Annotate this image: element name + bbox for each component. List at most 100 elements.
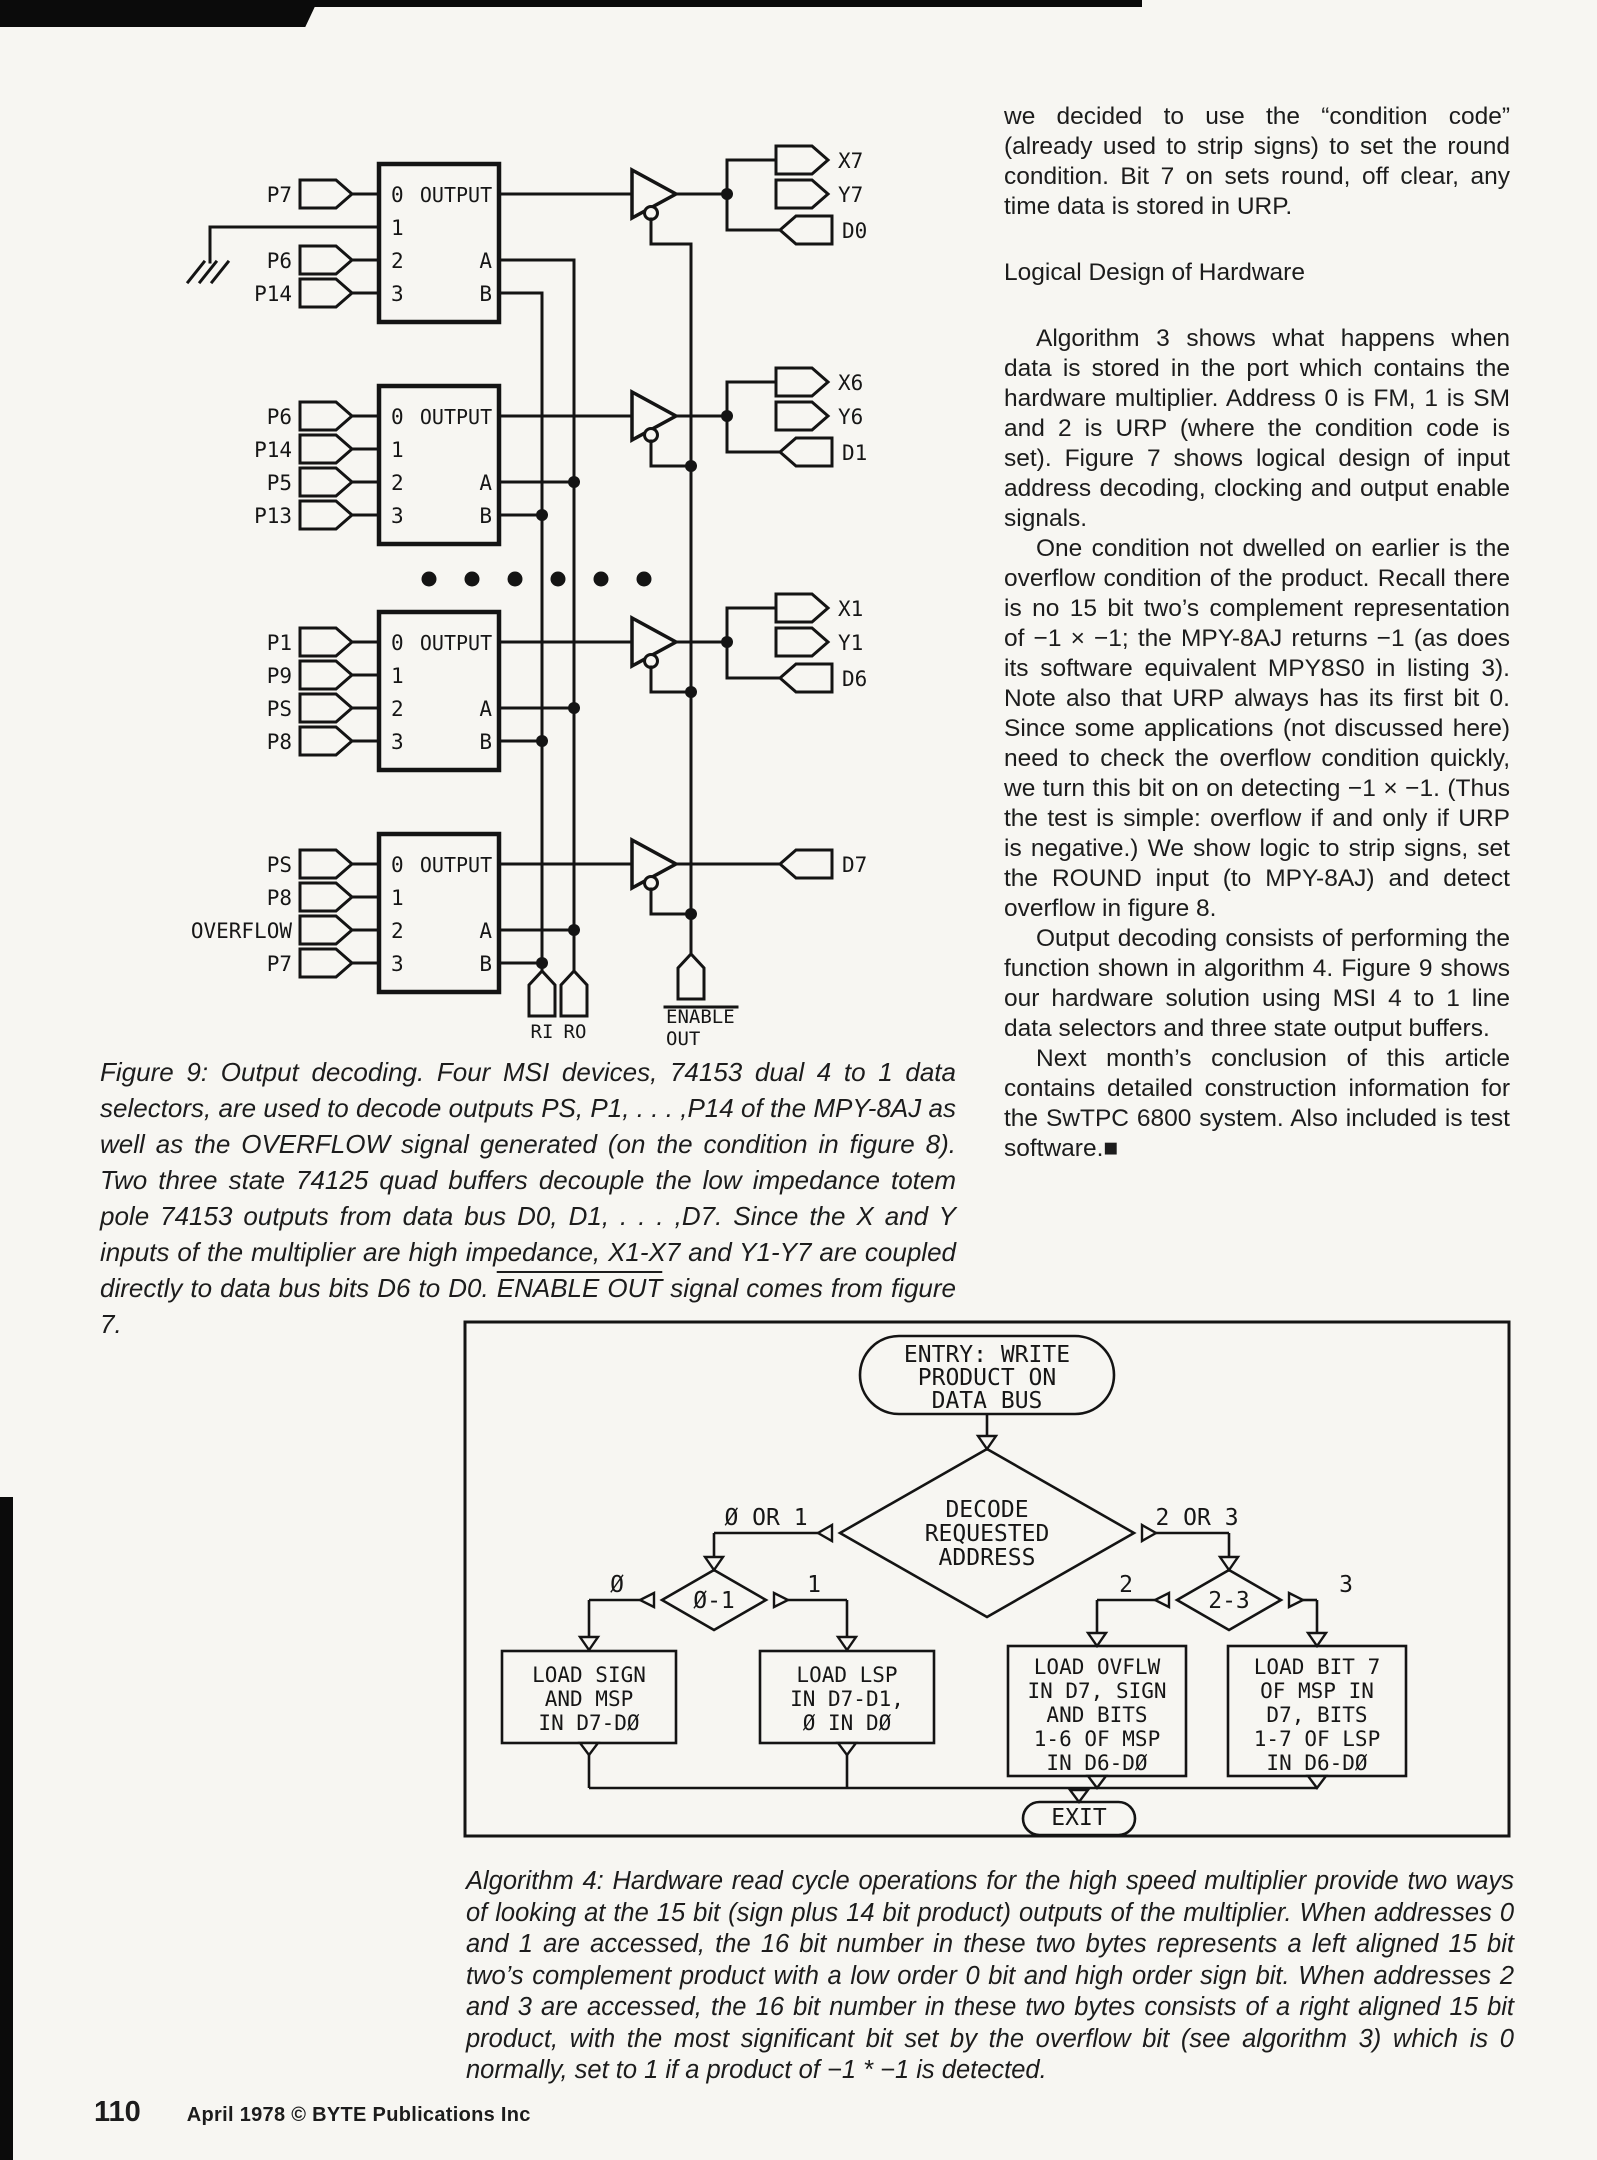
decision-text: Ø-1 (693, 1588, 735, 1614)
input-label: P5 (267, 471, 292, 495)
scan-artifact-top-line (0, 0, 1142, 7)
exit-text: EXIT (1051, 1805, 1107, 1831)
arrowhead-icon (835, 1741, 859, 1757)
scan-artifact-top-corner (0, 0, 318, 27)
output-label: OUTPUT (420, 183, 492, 207)
select-label: 3 (391, 282, 404, 306)
mux-block-3: 0 1 2 3 OUTPUT A B P1 P9 PS P8 (267, 592, 867, 773)
body-paragraph: One condition not dwelled on earlier is … (1004, 535, 1510, 922)
arrowhead-icon (1305, 1631, 1329, 1649)
input-label: P1 (267, 631, 292, 655)
databus-label: D1 (842, 441, 867, 465)
arrowhead-icon (637, 1591, 656, 1609)
ro-terminal-icon (559, 968, 589, 1018)
entry-text: DATA BUS (932, 1388, 1043, 1414)
box-text: IN D7-DØ (538, 1711, 640, 1735)
output-signal-label: Y7 (838, 183, 863, 207)
input-label: P6 (267, 249, 292, 273)
databus-label: D0 (842, 219, 867, 243)
a-label: A (479, 249, 492, 273)
arrowhead-icon (835, 1635, 859, 1653)
caption-text: Figure 9: Output decoding. Four MSI devi… (100, 1057, 956, 1303)
input-label: P14 (254, 438, 292, 462)
b-label: B (479, 504, 492, 528)
input-label: P13 (254, 504, 292, 528)
branch-0-or-1: Ø OR 1 Ø-1 Ø 1 (577, 1505, 859, 1653)
box-text: IN D6-DØ (1266, 1751, 1368, 1775)
arrowhead-icon (577, 1741, 601, 1757)
select-label: 2 (391, 697, 404, 721)
ro-label: RO (564, 1021, 587, 1043)
input-terminal-icon (298, 499, 355, 531)
process-box-load-bit7: LOAD BIT 7 OF MSP IN D7, BITS 1-7 OF LSP… (1226, 1644, 1408, 1778)
output-label: OUTPUT (420, 853, 492, 877)
select-label: 1 (391, 216, 404, 240)
process-box-load-ovflw: LOAD OVFLW IN D7, SIGN AND BITS 1-6 OF M… (1006, 1644, 1188, 1778)
bottom-terminals: RI RO ENABLE OUT (527, 951, 739, 1046)
continuation-dots-icon (421, 571, 652, 587)
ground-icon (185, 225, 381, 285)
select-label: 2 (391, 919, 404, 943)
input-terminal-icon (298, 848, 355, 880)
body-paragraph: we decided to use the “condition code” (… (1004, 103, 1510, 220)
input-terminal-icon (298, 692, 355, 724)
output-terminal-icon (774, 144, 831, 176)
algorithm4-flowchart: ENTRY: WRITE PRODUCT ON DATA BUS DECODE … (463, 1320, 1511, 1838)
box-text: IN D7, SIGN (1027, 1679, 1166, 1703)
box-text: D7, BITS (1266, 1703, 1367, 1727)
select-label: 1 (391, 886, 404, 910)
input-label: PS (267, 853, 292, 877)
scan-artifact-left-strip (0, 1497, 13, 2160)
branch-label: 1 (807, 1572, 821, 1598)
arrowhead-icon (1305, 1774, 1329, 1790)
box-text: LOAD SIGN (532, 1663, 646, 1687)
section-heading: Logical Design of Hardware (1004, 259, 1305, 286)
decision-text: ADDRESS (939, 1545, 1036, 1571)
input-terminal-icon (298, 277, 355, 309)
databus-label: D6 (842, 667, 867, 691)
figure9-caption: Figure 9: Output decoding. Four MSI devi… (100, 1054, 956, 1342)
body-paragraph: Algorithm 3 shows what happens when data… (1004, 325, 1510, 532)
select-label: 2 (391, 471, 404, 495)
algorithm4-caption: Algorithm 4: Hardware read cycle operati… (466, 1867, 1514, 2084)
input-label: P8 (267, 886, 292, 910)
box-text: LOAD BIT 7 (1254, 1655, 1380, 1679)
page-number: 110 (94, 2096, 141, 2128)
select-label: 2 (391, 249, 404, 273)
output-terminal-icon (774, 178, 831, 210)
a-label: A (479, 697, 492, 721)
box-text: IN D7-D1, (790, 1687, 904, 1711)
input-terminal-icon (298, 881, 355, 913)
select-label: 3 (391, 730, 404, 754)
branch-label: Ø OR 1 (724, 1505, 807, 1531)
box-text: Ø IN DØ (803, 1711, 892, 1735)
input-terminal-icon (298, 178, 355, 210)
box-text: OF MSP IN (1260, 1679, 1374, 1703)
article-column: we decided to use the “condition code” (… (1004, 102, 1510, 1164)
input-terminal-icon (298, 433, 355, 465)
input-terminal-icon (298, 400, 355, 432)
mux-block-2: 0 1 2 3 OUTPUT A B P6 P14 P5 P13 (254, 366, 867, 547)
input-terminal-icon (298, 725, 355, 757)
caption-text: signal comes from figure 7. (100, 1273, 956, 1339)
databus-terminal-icon (777, 436, 834, 468)
input-label: P6 (267, 405, 292, 429)
databus-label: D7 (842, 853, 867, 877)
body-paragraph: Next month’s conclusion of this article … (1004, 1045, 1510, 1162)
output-terminal-icon (774, 592, 831, 624)
output-signal-label: X1 (838, 597, 863, 621)
input-label: P8 (267, 730, 292, 754)
process-box-load-lsp: LOAD LSP IN D7-D1, Ø IN DØ (758, 1649, 936, 1745)
select-label: 0 (391, 183, 404, 207)
mux-block-4: 0 1 2 3 OUTPUT A B PS P8 OVERFLOW P7 (191, 831, 867, 995)
decision-text: 2-3 (1208, 1588, 1250, 1614)
box-text: 1-7 OF LSP (1254, 1727, 1380, 1751)
decode-decision: DECODE REQUESTED ADDRESS (837, 1447, 1137, 1619)
exit-terminal (1021, 1800, 1137, 1837)
branch-2-or-3: 2 OR 3 2-3 2 3 (1085, 1505, 1353, 1649)
input-terminal-icon (298, 466, 355, 498)
box-text: LOAD OVFLW (1034, 1655, 1161, 1679)
input-terminal-icon (298, 947, 355, 979)
output-signal-label: Y1 (838, 631, 863, 655)
select-bus-lines (540, 242, 693, 973)
